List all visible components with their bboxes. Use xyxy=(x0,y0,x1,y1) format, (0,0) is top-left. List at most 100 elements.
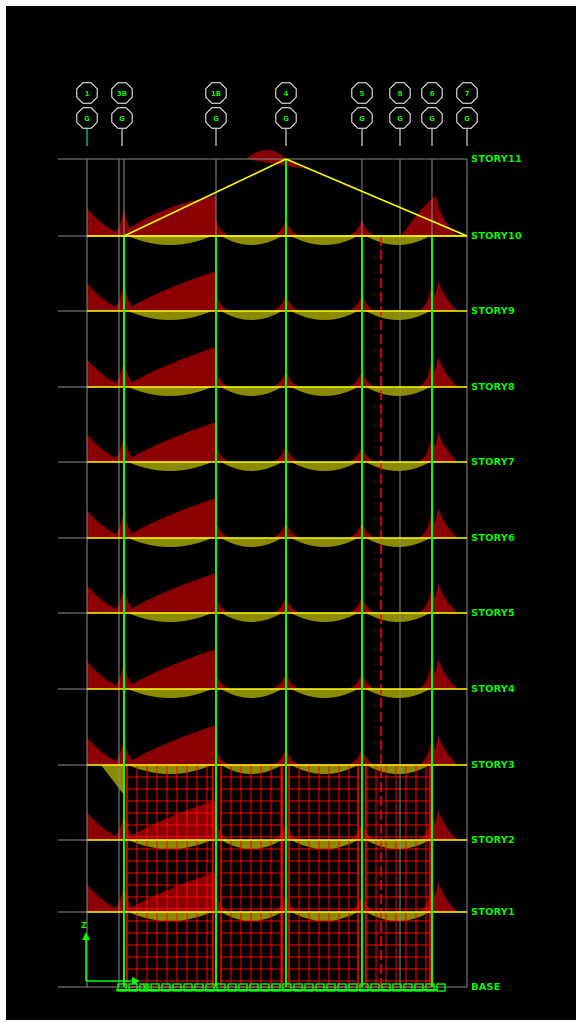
story-label: STORY9 xyxy=(471,306,515,317)
grid-bubble[interactable]: 3BG xyxy=(111,82,133,146)
moment-end-right xyxy=(432,508,458,538)
grid-bubble[interactable]: 4G xyxy=(275,82,297,146)
moment-sagging xyxy=(221,462,282,471)
moment-sagging xyxy=(366,613,430,622)
bubble-top-label: 4 xyxy=(284,90,289,98)
bubble-top-label: 1 xyxy=(85,90,90,98)
moment-sagging xyxy=(128,311,212,320)
moment-sagging xyxy=(366,689,430,698)
story-label: STORY2 xyxy=(471,835,515,846)
moment-span-left xyxy=(124,573,216,613)
moment-end-right xyxy=(432,735,458,765)
bubble-bottom-label: G xyxy=(84,115,90,123)
moment-sagging xyxy=(221,538,282,547)
bubble-top-octagon xyxy=(275,82,297,104)
moment-span-left xyxy=(124,347,216,387)
moment-sagging xyxy=(366,765,430,774)
moment-end-left xyxy=(87,661,124,689)
moment-sagging xyxy=(128,613,212,622)
bubble-bottom-octagon xyxy=(76,107,98,129)
moment-sagging xyxy=(291,765,358,774)
moment-diagram-layer xyxy=(87,150,458,921)
moment-sagging xyxy=(366,462,430,471)
bubble-bottom-label: G xyxy=(464,115,470,123)
moment-sagging xyxy=(128,538,212,547)
grid-bubble[interactable]: 5G xyxy=(351,82,373,146)
moment-end-right xyxy=(432,357,458,387)
x-axis-arrow-icon xyxy=(132,977,140,985)
bubble-top-label: 3B xyxy=(117,90,127,98)
z-axis-arrow-icon xyxy=(82,932,90,940)
moment-sagging xyxy=(128,387,212,396)
bubble-top-octagon xyxy=(205,82,227,104)
moment-sagging xyxy=(366,538,430,547)
grid-bubble[interactable]: 8G xyxy=(389,82,411,146)
grid-bubble[interactable]: 1BG xyxy=(205,82,227,146)
story-lines-layer xyxy=(87,235,467,913)
x-axis-label: X xyxy=(142,983,149,992)
moment-sagging xyxy=(291,613,358,622)
story-label: STORY6 xyxy=(471,533,515,544)
moment-sagging xyxy=(128,236,212,245)
grid-bubble[interactable]: 1G xyxy=(76,82,98,146)
story-label: BASE xyxy=(471,982,501,993)
moment-sagging xyxy=(221,236,282,245)
moment-span-left xyxy=(124,422,216,462)
moment-end-right xyxy=(432,281,458,311)
moment-end-right xyxy=(432,882,458,912)
bubble-top-octagon xyxy=(421,82,443,104)
moment-sagging xyxy=(291,689,358,698)
moment-sagging xyxy=(291,840,358,849)
story-label: STORY3 xyxy=(471,760,515,771)
moment-sagging xyxy=(221,689,282,698)
moment-base-left xyxy=(101,765,124,795)
z-axis-label: Z xyxy=(81,921,87,930)
bubble-top-label: 5 xyxy=(360,90,365,98)
bubble-top-label: 1B xyxy=(211,90,221,98)
story-label: STORY11 xyxy=(471,154,522,165)
bubble-bottom-octagon xyxy=(421,107,443,129)
moment-span-left xyxy=(124,800,216,840)
grid-bubble[interactable]: 7G xyxy=(456,82,478,146)
shear-wall-panel xyxy=(126,764,214,988)
moment-span-left xyxy=(124,271,216,311)
bubble-bottom-octagon xyxy=(456,107,478,129)
moment-span-left xyxy=(124,649,216,689)
story-label: STORY4 xyxy=(471,684,515,695)
moment-sagging xyxy=(366,311,430,320)
moment-roof-right xyxy=(401,196,446,236)
moment-end-right xyxy=(432,583,458,613)
story-label: STORY1 xyxy=(471,907,515,918)
moment-end-right xyxy=(432,659,458,689)
story-label: STORY8 xyxy=(471,382,515,393)
columns-layer xyxy=(123,159,433,987)
moment-sagging xyxy=(291,912,358,921)
moment-sagging xyxy=(291,387,358,396)
roof-truss-layer xyxy=(87,158,468,237)
bubble-bottom-octagon xyxy=(205,107,227,129)
moment-sagging xyxy=(366,840,430,849)
moment-sagging xyxy=(366,912,430,921)
frame-elevation-drawing: STORY11STORY10STORY9STORY8STORY7STORY6ST… xyxy=(58,82,522,993)
moment-sagging xyxy=(128,912,212,921)
shear-wall-mesh-layer xyxy=(126,236,431,988)
bubble-bottom-label: G xyxy=(397,115,403,123)
story-label: STORY7 xyxy=(471,457,515,468)
moment-span-left xyxy=(124,725,216,765)
bubble-top-octagon xyxy=(389,82,411,104)
moment-end-left xyxy=(87,359,124,387)
story-label: STORY10 xyxy=(471,231,522,242)
moment-sagging xyxy=(221,613,282,622)
bubble-top-label: 7 xyxy=(465,90,470,98)
story-label: STORY5 xyxy=(471,608,515,619)
grid-bubble[interactable]: 6G xyxy=(421,82,443,146)
moment-sagging xyxy=(291,311,358,320)
base-supports-layer xyxy=(116,983,446,992)
moment-sagging xyxy=(291,538,358,547)
bubble-top-octagon xyxy=(351,82,373,104)
roof-truss xyxy=(123,158,468,237)
story-labels-layer: STORY11STORY10STORY9STORY8STORY7STORY6ST… xyxy=(471,154,522,993)
moment-end-right xyxy=(432,432,458,462)
bubble-top-octagon xyxy=(456,82,478,104)
